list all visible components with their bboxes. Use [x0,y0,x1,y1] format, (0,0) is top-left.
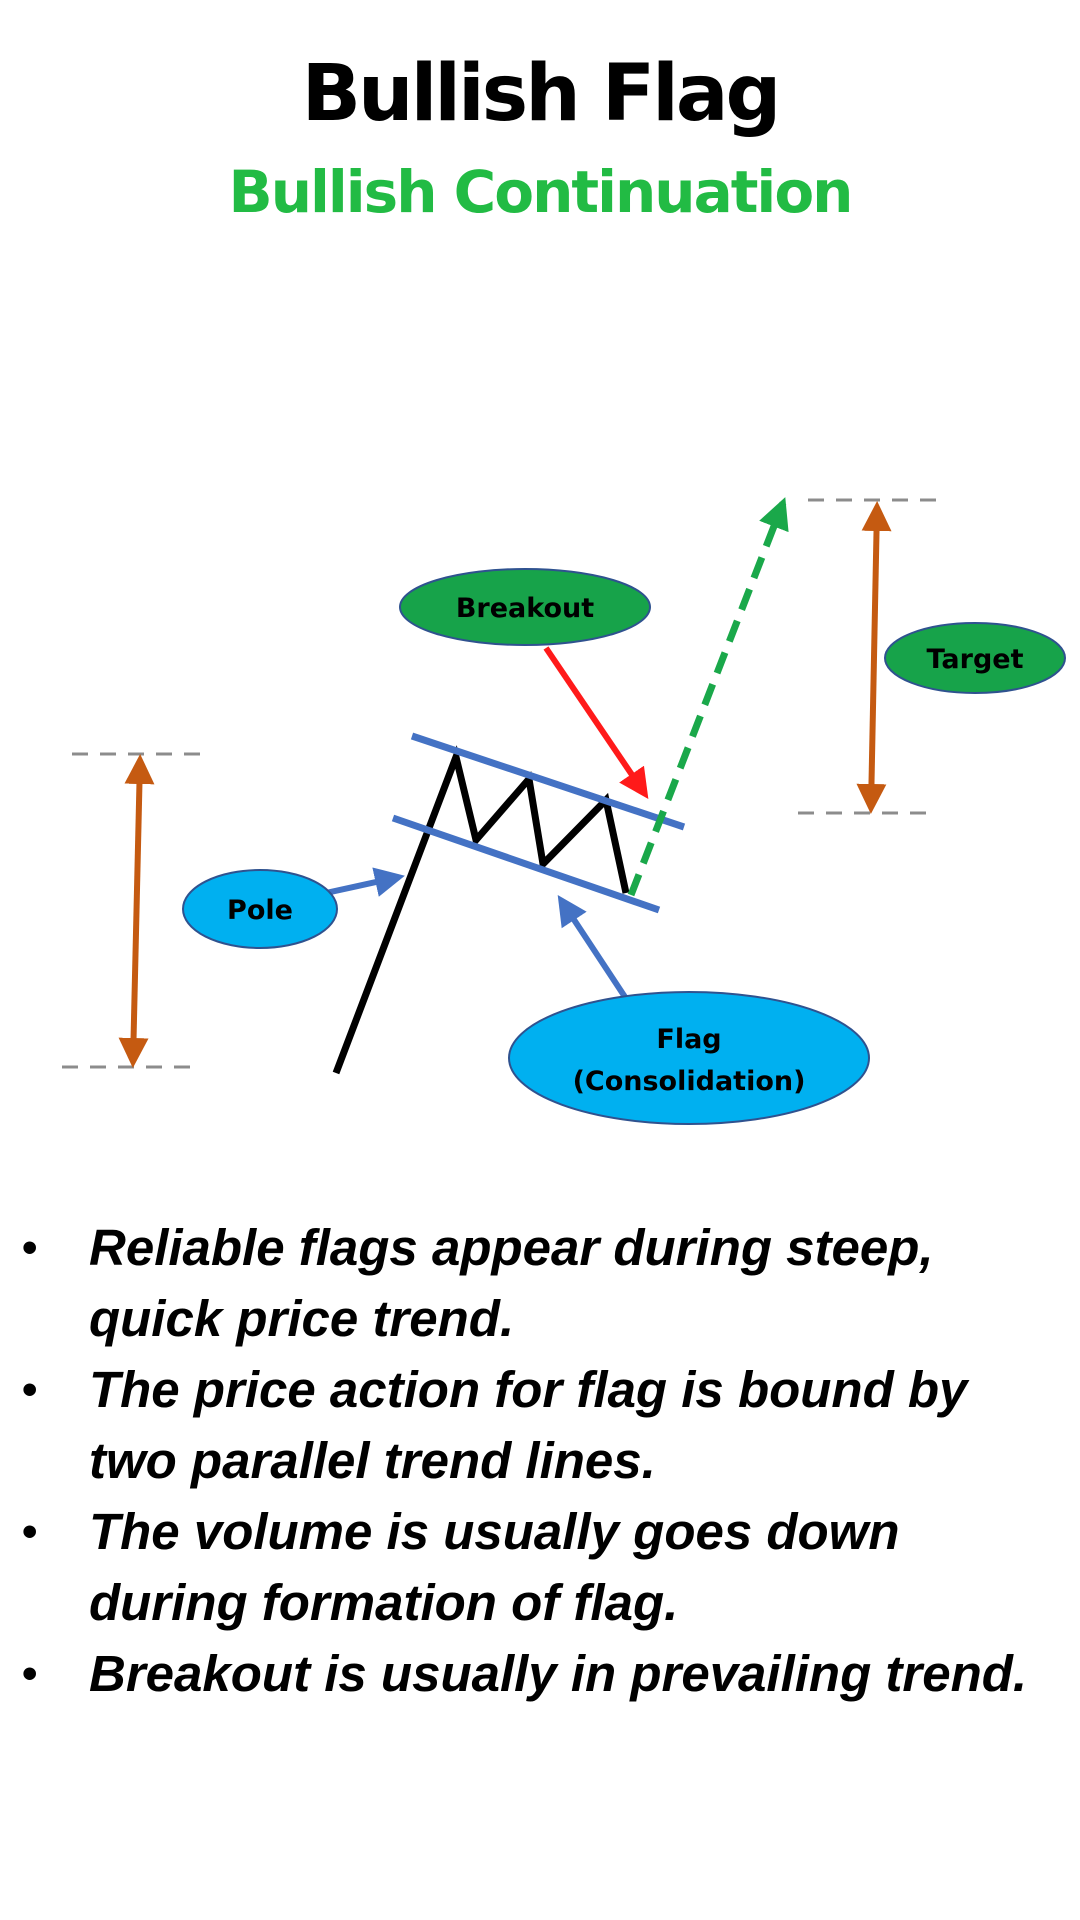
bullet-marker: • [22,1365,38,1414]
list-item-text: Breakout is usually in prevailing trend. [89,1645,1028,1702]
breakout-label-text: Breakout [456,593,594,624]
target-height-arrow [856,501,892,814]
list-item: • Breakout is usually in prevailing trend… [22,1638,1062,1709]
flag-label-text-line1: Flag [656,1024,721,1055]
key-points-list: • Reliable flags appear during steep, qui… [22,1212,1062,1709]
breakout-label: Breakout [399,568,651,646]
bullet-marker: • [22,1649,38,1698]
breakout-callout-arrow [543,646,649,799]
flag-callout-arrow [557,894,628,999]
list-item: • The volume is usually goes down during … [22,1496,1062,1638]
list-item: • Reliable flags appear during steep, qui… [22,1212,1062,1354]
page-title: Bullish Flag [301,49,782,139]
flag-upper-trendline [410,732,686,831]
target-label: Target [884,622,1066,694]
target-label-text: Target [926,644,1023,675]
flag-label-text-line2: (Consolidation) [573,1066,806,1097]
pole-label-text: Pole [227,895,293,926]
list-item-text: The price action for flag is bound by tw… [89,1361,968,1489]
page-subtitle: Bullish Continuation [228,158,854,226]
bullet-marker: • [22,1507,38,1556]
list-item-text: Reliable flags appear during steep, quic… [89,1219,934,1347]
bullet-marker: • [22,1223,38,1272]
list-item: • The price action for flag is bound by t… [22,1354,1062,1496]
pole-callout-arrow [325,867,405,897]
list-item-text: The volume is usually goes down during f… [89,1503,900,1631]
pole-label: Pole [182,869,338,949]
flag-lower-trendline [391,814,661,914]
breakout-projection-arrow [627,497,789,897]
flag-label: Flag (Consolidation) [508,991,870,1125]
pole-height-arrow [118,754,155,1068]
